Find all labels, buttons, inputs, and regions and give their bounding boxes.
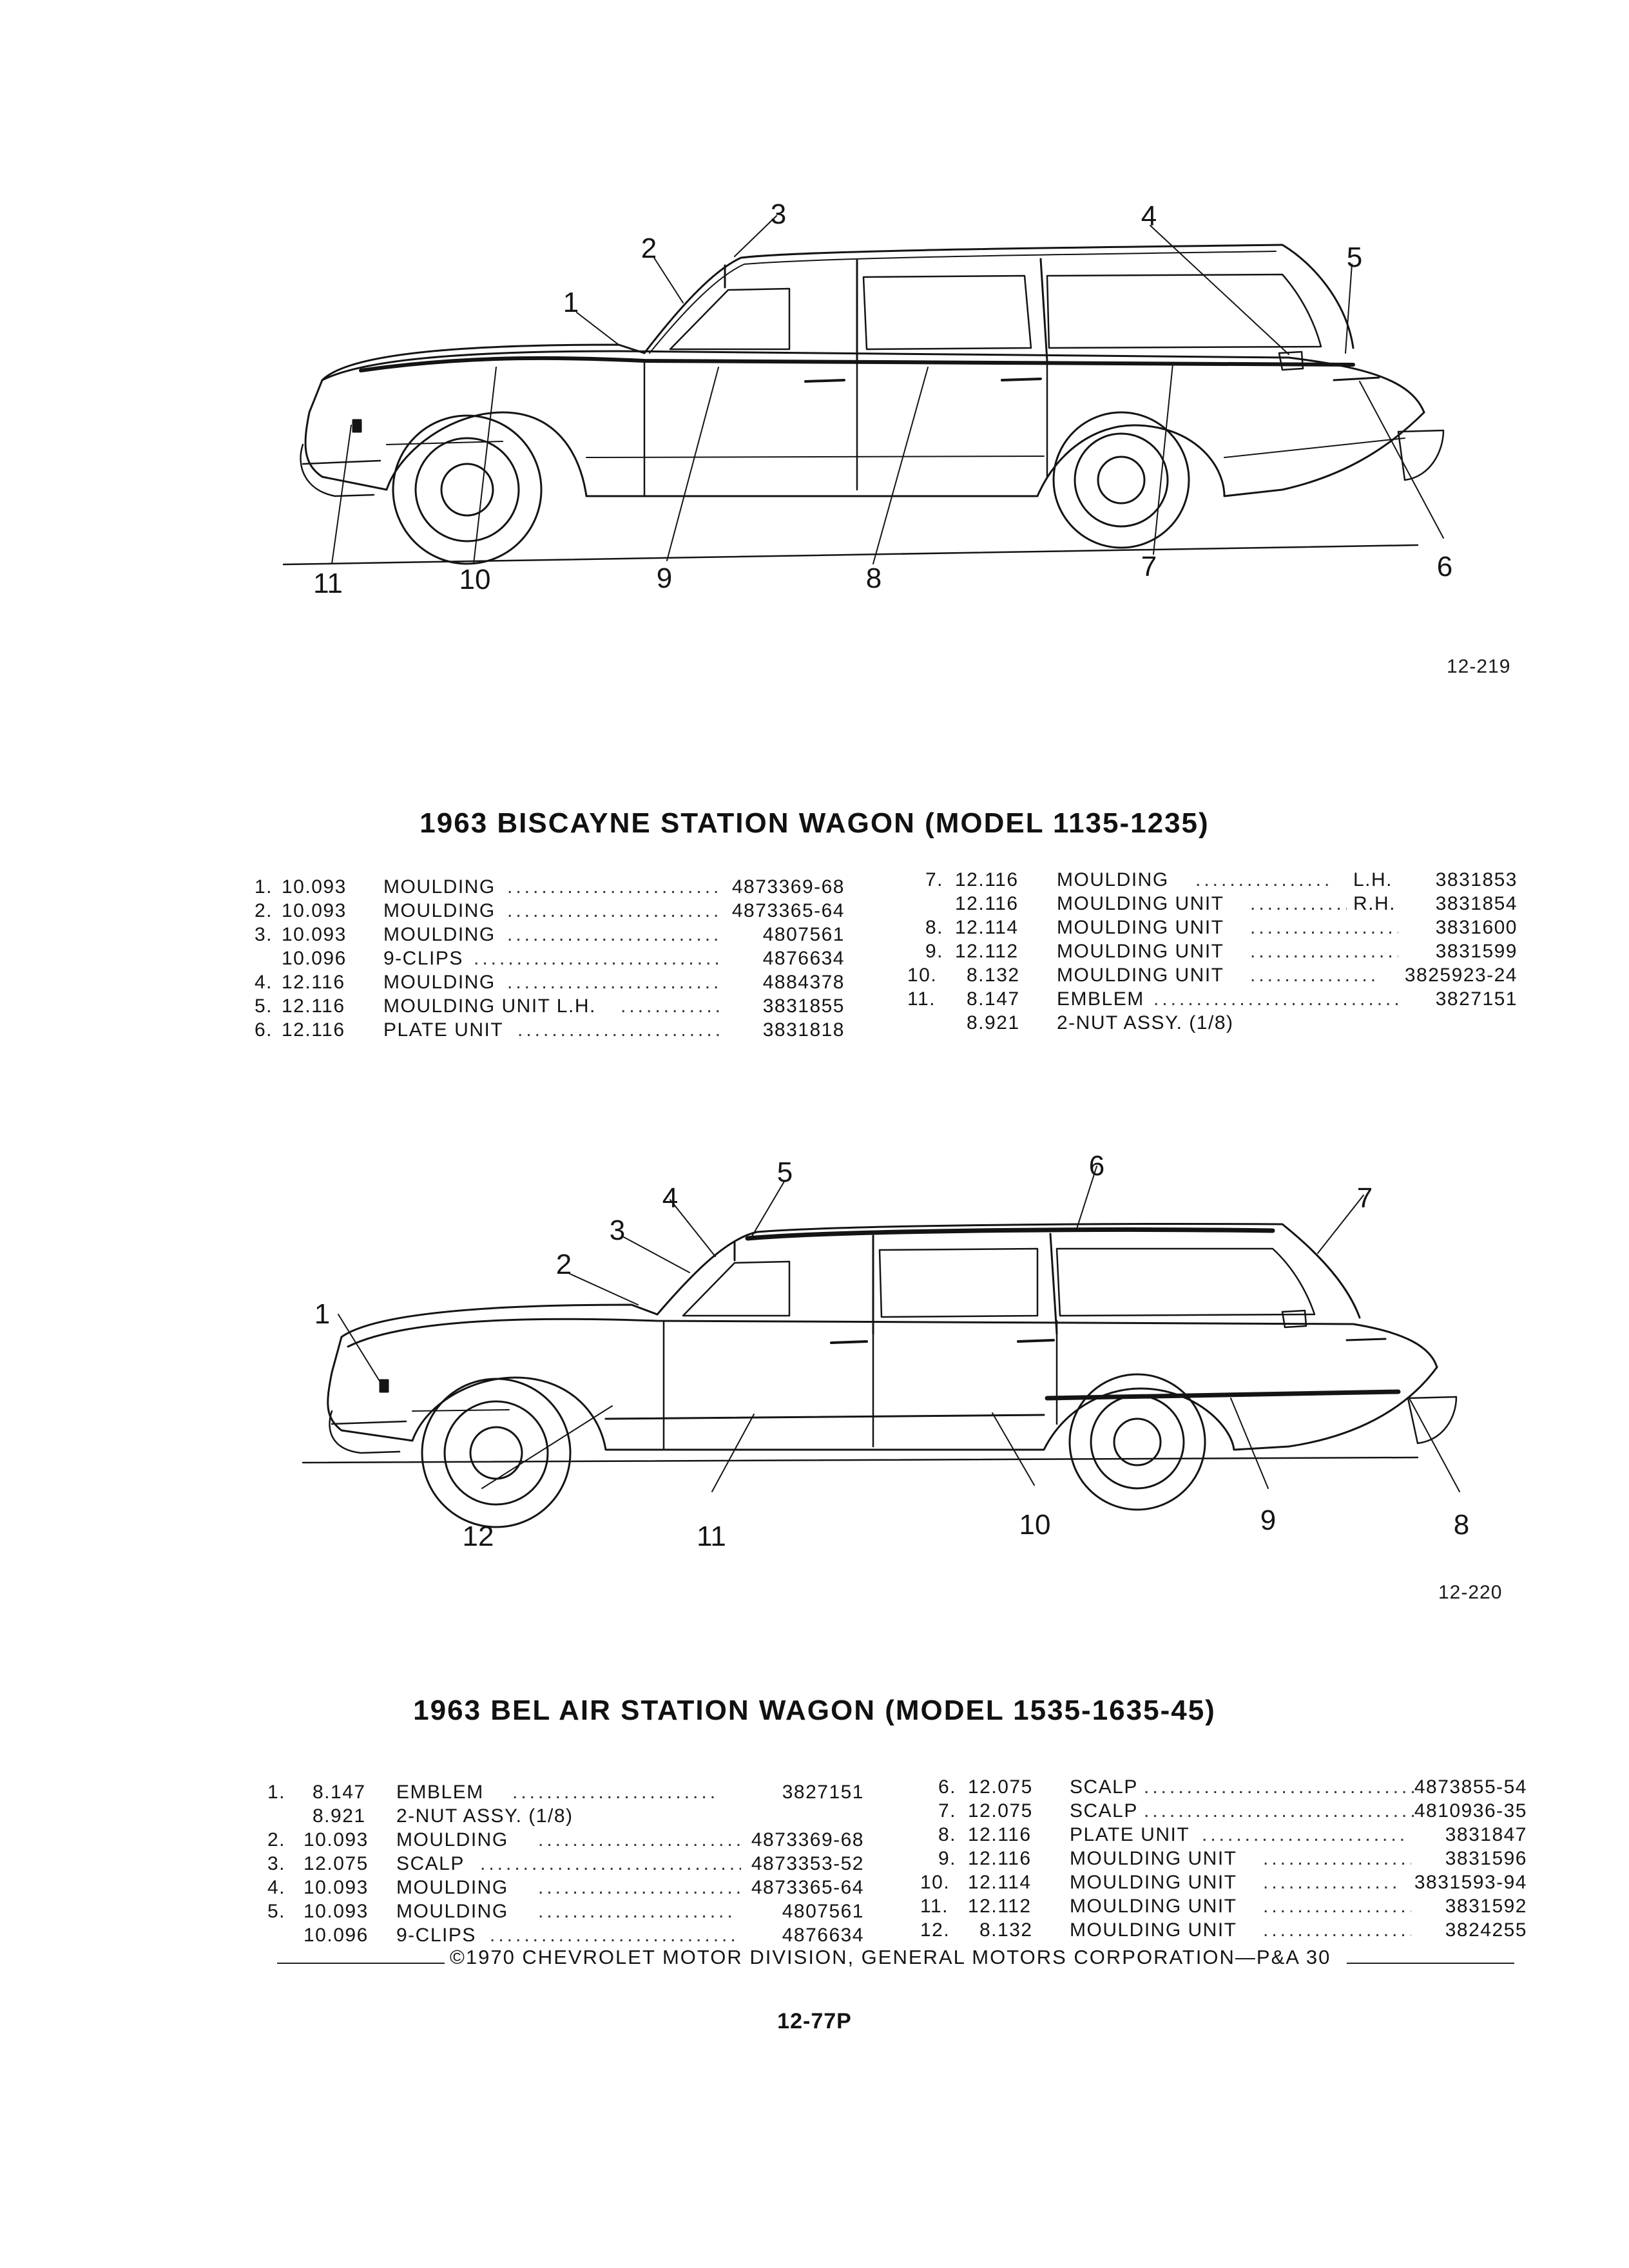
bel-air-parts-left: 1.8.147EMBLEM...........................…: [267, 1780, 867, 1947]
callout-1: 1: [314, 1298, 331, 1330]
callout-12: 12: [462, 1521, 494, 1552]
callout-11: 11: [313, 568, 343, 599]
callout-6: 6: [1088, 1150, 1105, 1182]
callout-3: 3: [770, 198, 787, 230]
callout-5: 5: [776, 1157, 793, 1188]
footer-rule-left: [277, 1963, 445, 1964]
part-row: 4.10.093MOULDING........................…: [267, 1877, 864, 1898]
callout-7: 7: [1356, 1182, 1373, 1214]
biscayne-title: 1963 BISCAYNE STATION WAGON (MODEL 1135-…: [419, 807, 1210, 839]
part-row: 7.12.116MOULDING........................…: [925, 869, 1518, 890]
callout-10: 10: [459, 564, 491, 595]
callout-9: 9: [656, 562, 673, 594]
callout-3: 3: [609, 1215, 626, 1246]
footer-rule-right: [1347, 1963, 1514, 1964]
callout-5: 5: [1346, 242, 1363, 273]
figure-number: 12-220: [1438, 1582, 1503, 1603]
biscayne-illustration: 1 2 3 4 5 6 7 8 9 10 11 12-219: [0, 0, 1629, 683]
callout-10: 10: [1019, 1509, 1051, 1541]
callout-6: 6: [1436, 551, 1453, 582]
bel-air-wagon-drawing: [302, 1166, 1460, 1528]
callout-4: 4: [1141, 200, 1157, 232]
bel-air-illustration: 1 2 3 4 5 6 7 8 9 10 11 12 12-220: [0, 1128, 1629, 1611]
callout-2: 2: [555, 1249, 572, 1280]
callout-1: 1: [563, 287, 579, 318]
callout-2: 2: [641, 233, 657, 264]
page-number: 12-77P: [777, 2009, 852, 2033]
copyright-footer: ©1970 CHEVROLET MOTOR DIVISION, GENERAL …: [277, 1946, 1514, 1972]
callout-11: 11: [697, 1521, 726, 1552]
part-row: 2.10.093MOULDING........................…: [267, 1829, 864, 1850]
callout-4: 4: [662, 1182, 679, 1214]
part-row: 1.8.147EMBLEM...........................…: [267, 1782, 864, 1803]
figure-number: 12-219: [1447, 656, 1511, 677]
biscayne-wagon-drawing: [282, 215, 1445, 566]
bel-air-title: 1963 BEL AIR STATION WAGON (MODEL 1535-1…: [413, 1695, 1216, 1726]
biscayne-parts-right: 7.12.116MOULDING........................…: [902, 868, 1521, 1035]
copyright-text: ©1970 CHEVROLET MOTOR DIVISION, GENERAL …: [450, 1946, 1331, 1968]
callout-9: 9: [1260, 1504, 1277, 1536]
callout-7: 7: [1141, 551, 1157, 582]
callout-8: 8: [1453, 1509, 1470, 1541]
callout-8: 8: [865, 562, 882, 594]
part-row: 5.10.093MOULDING........................…: [267, 1901, 864, 1922]
